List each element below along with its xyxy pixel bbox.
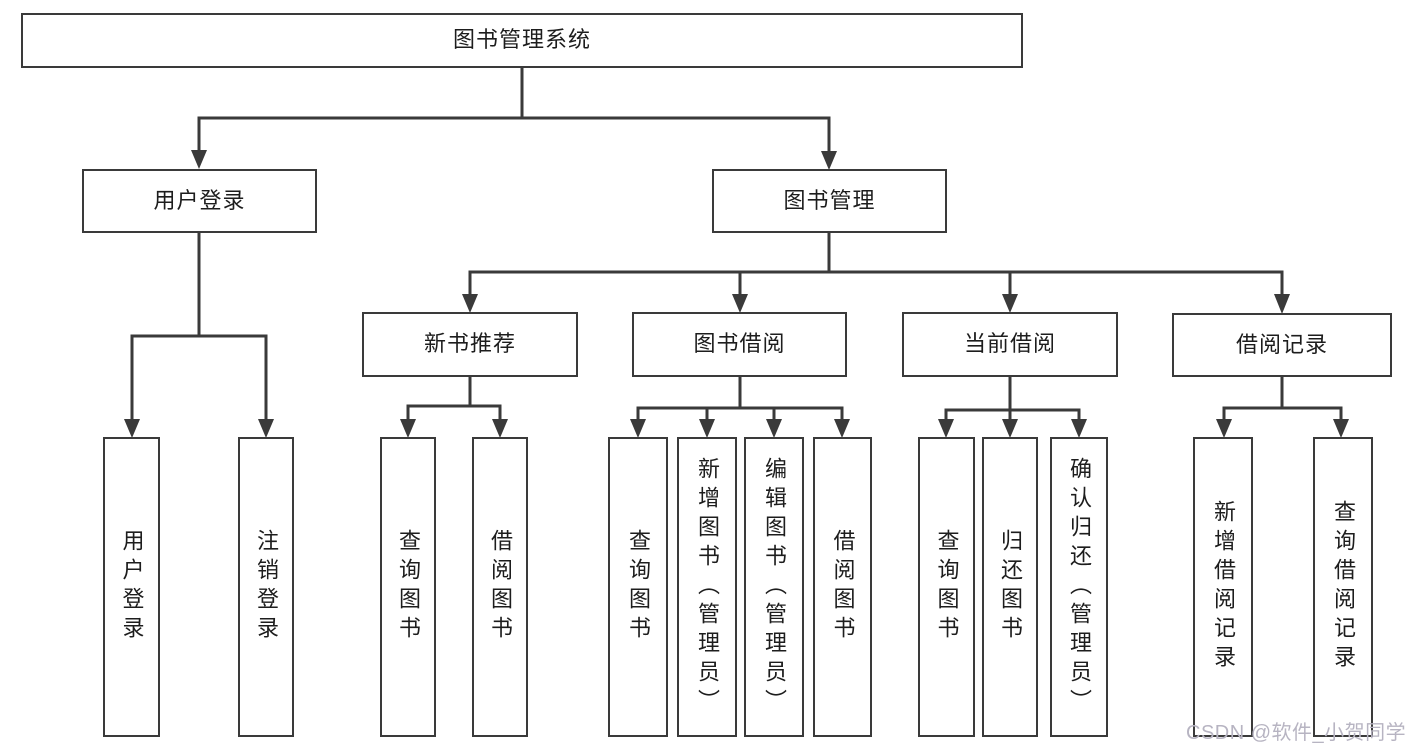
- leaf-records-query-record: 查询借阅记录: [1313, 437, 1373, 737]
- leaf-current-query-book: 查询图书: [918, 437, 975, 737]
- node-library-system: 图书管理系统: [21, 13, 1023, 68]
- leaf-borrow-borrow-book-label: 借阅图书: [830, 529, 856, 645]
- node-book-borrow: 图书借阅: [632, 312, 847, 377]
- leaf-recommend-query-book-label: 查询图书: [396, 529, 421, 645]
- node-book-management: 图书管理: [712, 169, 947, 233]
- leaf-current-return-book-label: 归还图书: [998, 529, 1023, 645]
- leaf-logout: 注销登录: [238, 437, 294, 737]
- leaf-borrow-edit-book-admin-label: 编辑图书（管理员）: [762, 456, 787, 718]
- node-new-book-recommend: 新书推荐: [362, 312, 578, 377]
- leaf-current-query-book-label: 查询图书: [934, 529, 960, 645]
- node-user-login: 用户登录: [82, 169, 317, 233]
- leaf-borrow-query-book-label: 查询图书: [626, 529, 651, 645]
- leaf-logout-label: 注销登录: [254, 529, 279, 645]
- node-borrow-records: 借阅记录: [1172, 313, 1392, 377]
- leaf-current-return-book: 归还图书: [982, 437, 1038, 737]
- leaf-current-confirm-return-admin-label: 确认归还（管理员）: [1067, 456, 1092, 718]
- leaf-records-query-record-label: 查询借阅记录: [1331, 500, 1356, 674]
- leaf-user-login-label: 用户登录: [119, 529, 145, 645]
- node-borrow-records-label: 借阅记录: [1235, 331, 1328, 357]
- leaf-borrow-edit-book-admin: 编辑图书（管理员）: [744, 437, 804, 737]
- node-user-login-label: 用户登录: [153, 187, 246, 213]
- node-library-system-label: 图书管理系统: [452, 27, 591, 53]
- leaf-records-add-record: 新增借阅记录: [1193, 437, 1253, 737]
- leaf-borrow-borrow-book: 借阅图书: [813, 437, 872, 737]
- leaf-borrow-add-book-admin: 新增图书（管理员）: [677, 437, 737, 737]
- node-new-book-recommend-label: 新书推荐: [423, 331, 516, 357]
- leaf-borrow-query-book: 查询图书: [608, 437, 668, 737]
- leaf-recommend-borrow-book-label: 借阅图书: [488, 529, 513, 645]
- leaf-current-confirm-return-admin: 确认归还（管理员）: [1050, 437, 1108, 737]
- node-book-management-label: 图书管理: [783, 187, 876, 213]
- node-book-borrow-label: 图书借阅: [693, 331, 786, 357]
- leaf-user-login: 用户登录: [103, 437, 160, 737]
- watermark: CSDN @软件_小贺同学: [1186, 722, 1405, 744]
- leaf-records-add-record-label: 新增借阅记录: [1211, 500, 1236, 674]
- node-current-borrow-label: 当前借阅: [963, 331, 1056, 357]
- leaf-recommend-query-book: 查询图书: [380, 437, 436, 737]
- node-current-borrow: 当前借阅: [902, 312, 1118, 377]
- leaf-recommend-borrow-book: 借阅图书: [472, 437, 528, 737]
- leaf-borrow-add-book-admin-label: 新增图书（管理员）: [695, 456, 720, 718]
